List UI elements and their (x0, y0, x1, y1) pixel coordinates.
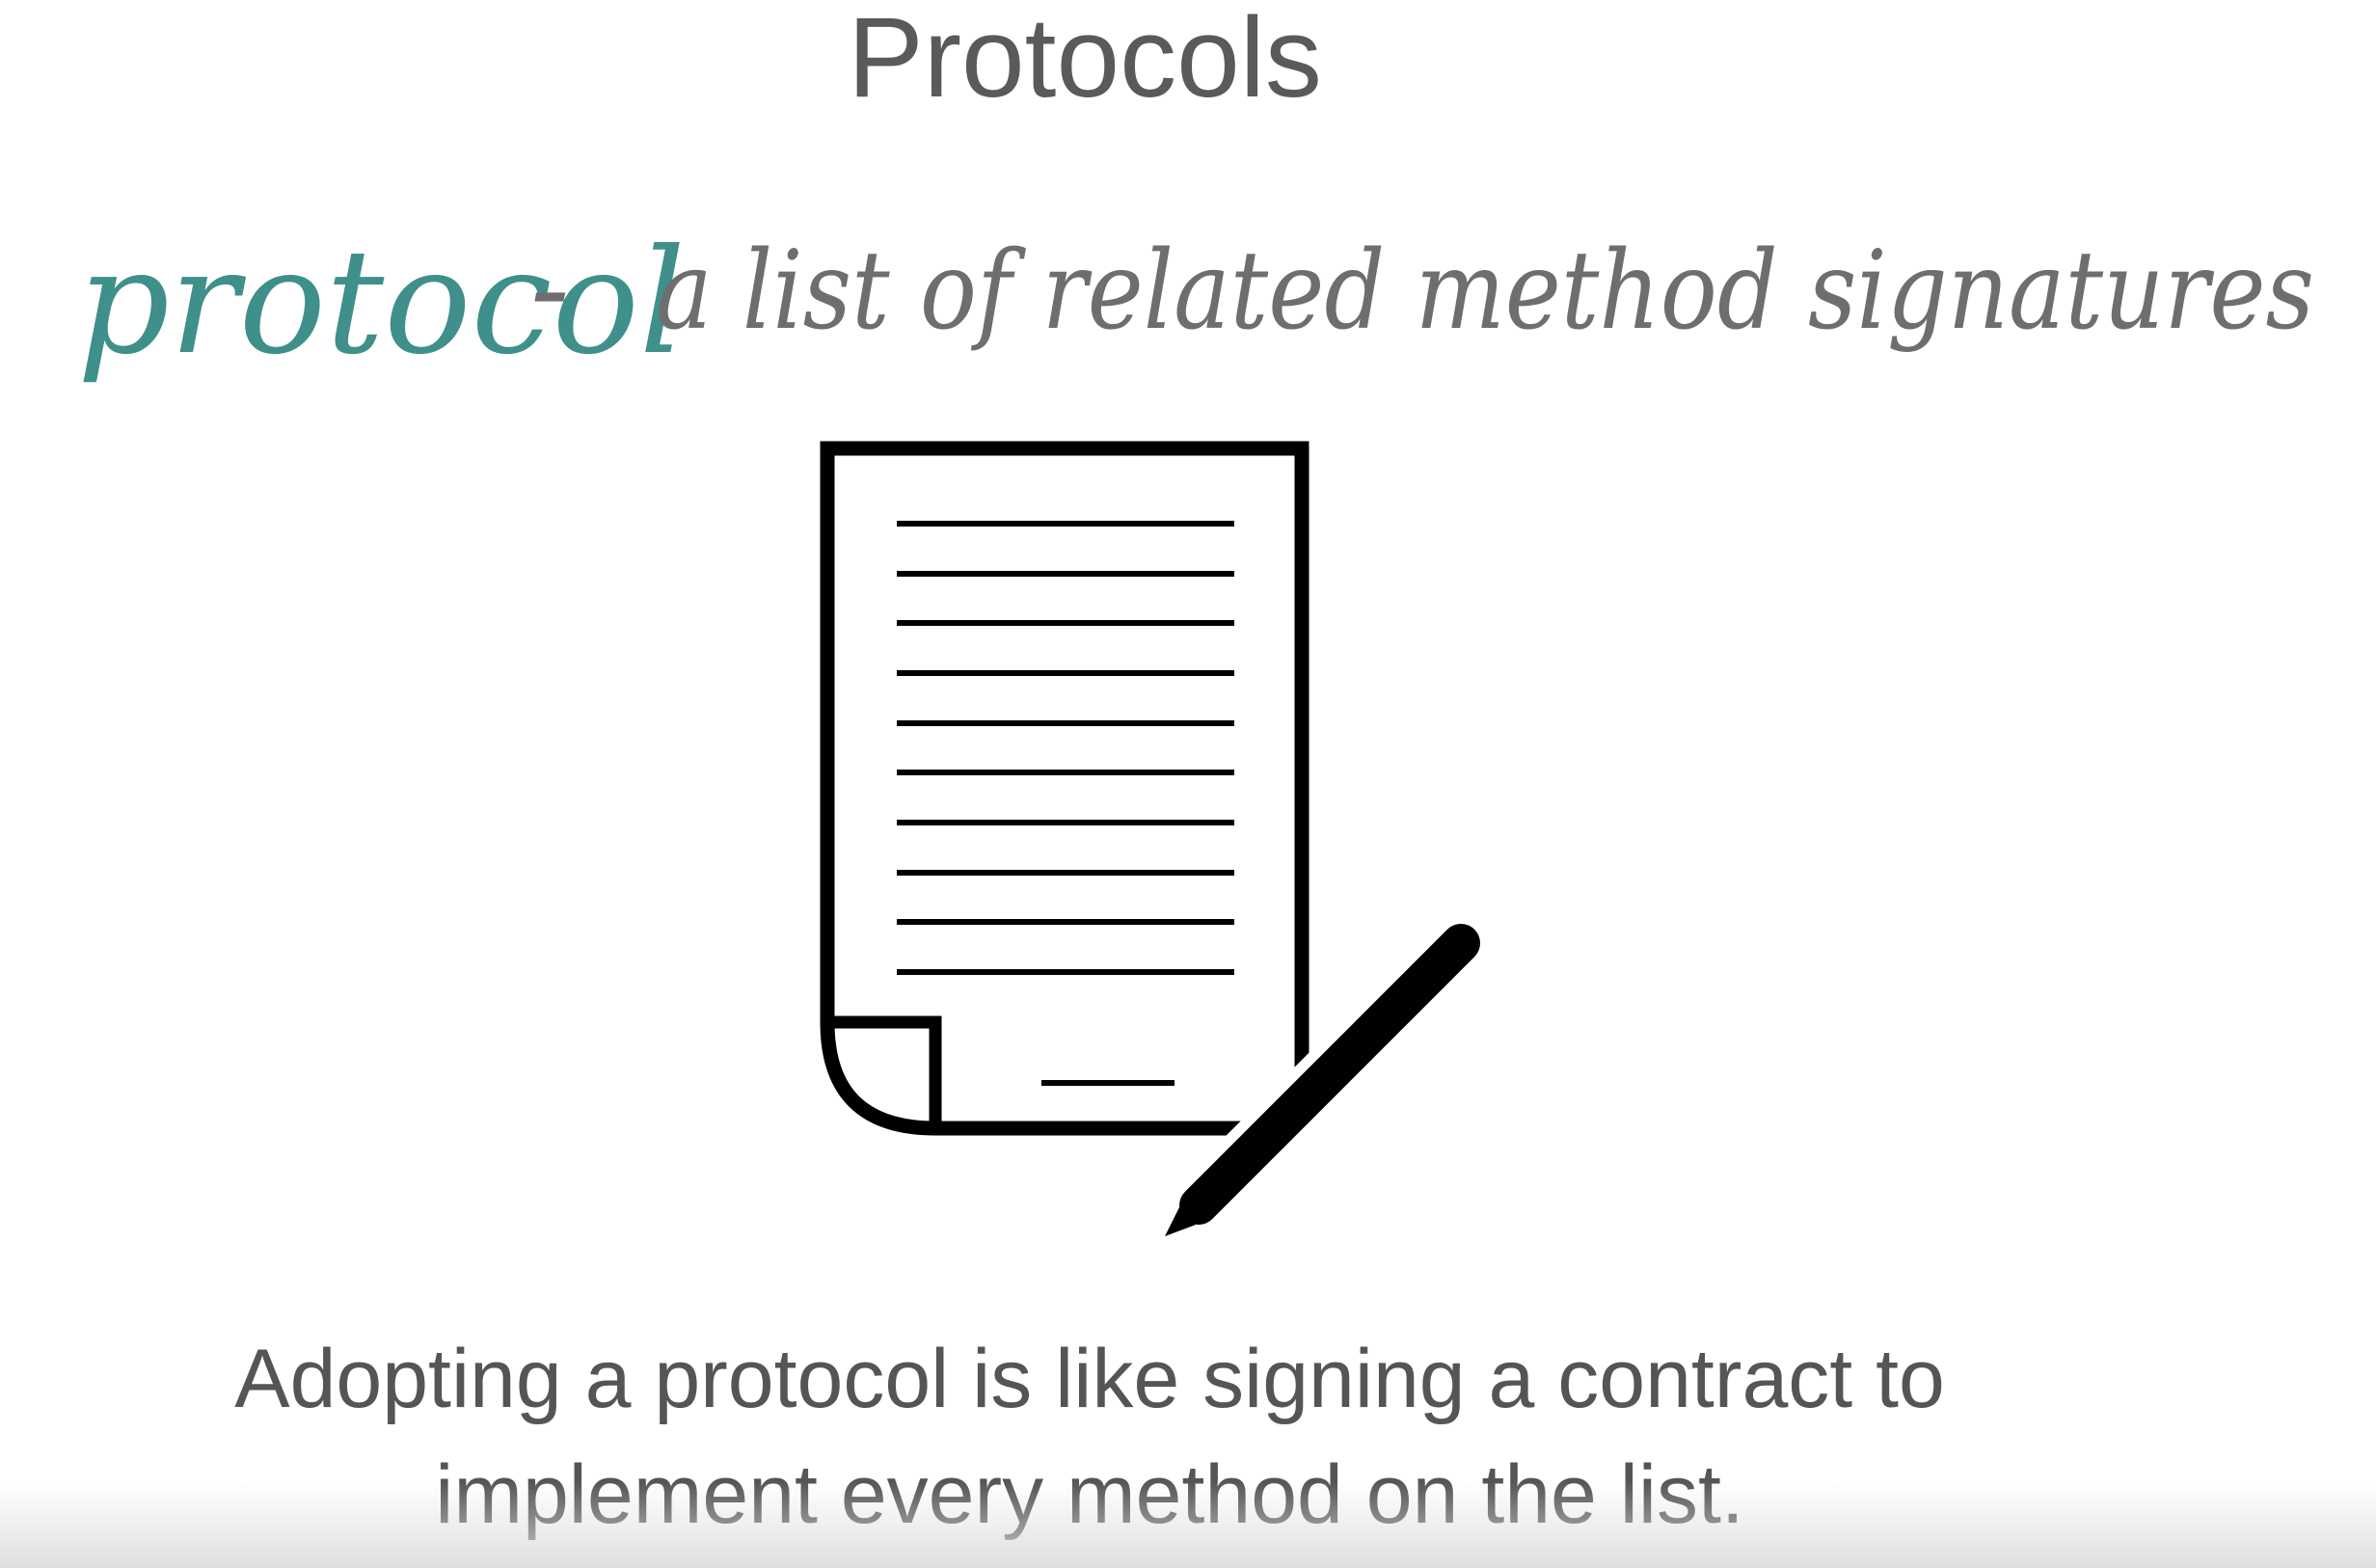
document-text-lines (897, 521, 1234, 975)
document-fold (827, 1015, 942, 1128)
bottom-shade (0, 1481, 2376, 1568)
slide-title: Protocols (848, 0, 1322, 122)
contract-signing-icon (800, 424, 1514, 1273)
handwritten-definition: protocol - a list of related method sign… (77, 145, 2343, 511)
definition-separator: - (530, 222, 570, 356)
definition-term: protocol (77, 219, 686, 387)
caption-line-1: Adopting a protocol is like signing a co… (234, 1333, 1945, 1425)
pen-icon (1165, 913, 1491, 1236)
definition-text: a list of related method signatures (656, 229, 2314, 354)
